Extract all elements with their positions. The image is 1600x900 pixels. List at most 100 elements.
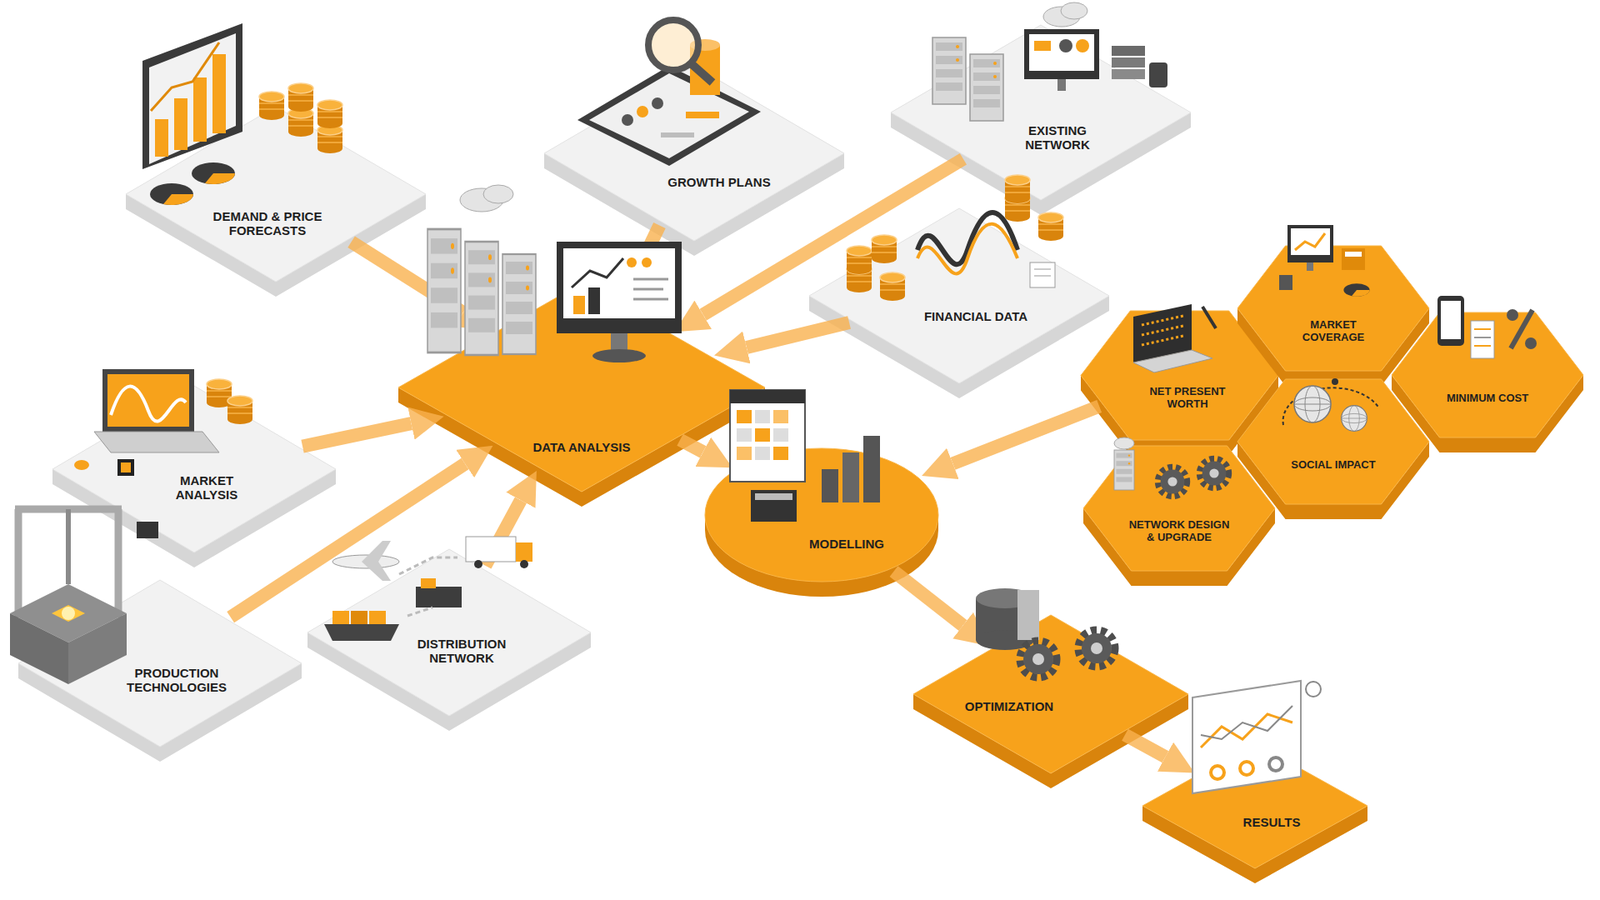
illustration-use (932, 37, 966, 105)
tile-top (1237, 379, 1430, 505)
tile-shape (1237, 245, 1430, 386)
illustration-use (1078, 630, 1115, 667)
illustration-use (880, 272, 905, 301)
illustration-use (191, 162, 235, 185)
illustration-circle (520, 560, 529, 569)
illustration-g (1341, 405, 1368, 432)
hex-tile: NETWORK DESIGN & UPGRADE (1083, 445, 1275, 586)
tile-label: MARKET COVERAGE (1279, 319, 1388, 345)
illustration-circle (474, 560, 483, 569)
illustration-circle (641, 257, 652, 268)
illustration-circle (1240, 761, 1254, 775)
illustration-rect (773, 428, 789, 442)
tile-shape (125, 106, 426, 297)
flow-arrow (1125, 735, 1165, 758)
isometric-tile: EXISTING NETWORK (890, 25, 1191, 215)
isometric-tile: DATA ANALYSIS (398, 283, 765, 507)
illustration-rect (1290, 228, 1330, 255)
tile-top (1391, 312, 1584, 438)
illustration-polygon (361, 540, 391, 562)
illustration-rect (465, 536, 516, 562)
illustration-g (465, 241, 499, 355)
isometric-tile: GROWTH PLANS (544, 65, 845, 256)
tile-shape (1237, 379, 1430, 520)
illustration-circle (1269, 757, 1283, 771)
illustration-use (1294, 385, 1331, 423)
illustration-polyline (571, 258, 624, 288)
illustration-rect (1017, 590, 1040, 640)
tile-label: PRODUCTION TECHNOLOGIES (120, 665, 234, 695)
illustration-rect (120, 462, 131, 473)
flow-arrow (894, 571, 964, 626)
hex-tile: MINIMUM COST (1391, 312, 1584, 453)
disc-tile: MODELLING (705, 448, 939, 597)
illustration-g (1020, 640, 1057, 678)
tile-label: SOCIAL IMPACT (1290, 459, 1375, 472)
tile-top (705, 448, 939, 582)
tile-label: DATA ANALYSIS (533, 440, 631, 455)
isometric-tile: DISTRIBUTION NETWORK (307, 549, 591, 731)
illustration-rect (515, 542, 533, 562)
illustration-use (150, 183, 194, 205)
illustration-circle (61, 606, 75, 620)
illustration-use (1114, 450, 1135, 490)
flow-arrow (746, 322, 850, 348)
illustration-rect (755, 410, 770, 424)
flow-arrow (952, 406, 1100, 465)
illustration-line (633, 278, 669, 281)
tile-shape (1083, 445, 1275, 586)
illustration-rect (863, 435, 880, 503)
tile-shape (890, 25, 1191, 215)
illustration-line (633, 298, 669, 301)
tile-top (1237, 245, 1430, 371)
illustration-ellipse (74, 460, 90, 470)
illustration-g (1078, 630, 1115, 667)
tile-label: MARKET ANALYSIS (150, 473, 264, 503)
illustration-rect (736, 446, 752, 460)
tile-label: NET PRESENT WORTH (1133, 385, 1242, 411)
illustration-use (465, 241, 499, 355)
tile-label: EXISTING NETWORK (1001, 123, 1115, 153)
illustration-rect (1030, 262, 1055, 288)
illustration-use (227, 395, 253, 425)
illustration-rect (415, 586, 462, 608)
illustration-use (1005, 175, 1030, 204)
illustration-rect (1440, 300, 1461, 340)
tile-top (125, 106, 426, 282)
illustration-ellipse (483, 185, 514, 204)
illustration-rect (755, 446, 770, 460)
tile-shape (1142, 743, 1368, 884)
illustration-rect (1279, 275, 1293, 290)
illustration-g (1114, 450, 1135, 490)
illustration-line (1474, 328, 1491, 330)
illustration-rect (117, 459, 135, 476)
tile-label: OPTIMIZATION (965, 699, 1054, 714)
illustration-polygon (94, 431, 220, 453)
illustration-rect (1111, 69, 1145, 80)
illustration-rect (1470, 320, 1495, 359)
illustration-rect (1111, 45, 1145, 56)
illustration-rect (730, 390, 805, 482)
illustration-rect (102, 369, 195, 432)
illustration-use (1038, 212, 1064, 241)
illustration-circle (1210, 765, 1225, 780)
illustration-polyline (1200, 705, 1293, 740)
illustration-rect (1287, 225, 1334, 263)
hex-tile: NET PRESENT WORTH (1080, 310, 1279, 455)
illustration-circle (636, 105, 649, 118)
illustration-use (1199, 458, 1229, 488)
illustration-ellipse (1114, 437, 1135, 450)
tile-top (544, 65, 845, 241)
tile-top (913, 615, 1189, 774)
illustration-rect (1057, 79, 1066, 91)
tile-label: DEMAND & PRICE FORECASTS (211, 209, 325, 239)
illustration-rect (155, 119, 169, 157)
illustration-rect (563, 248, 675, 319)
tile-label: RESULTS (1243, 815, 1301, 830)
illustration-rect (556, 241, 682, 334)
illustration-circle (1305, 681, 1321, 697)
tile-shape (705, 448, 939, 597)
tile-top (307, 549, 591, 716)
illustration-g (427, 229, 461, 353)
